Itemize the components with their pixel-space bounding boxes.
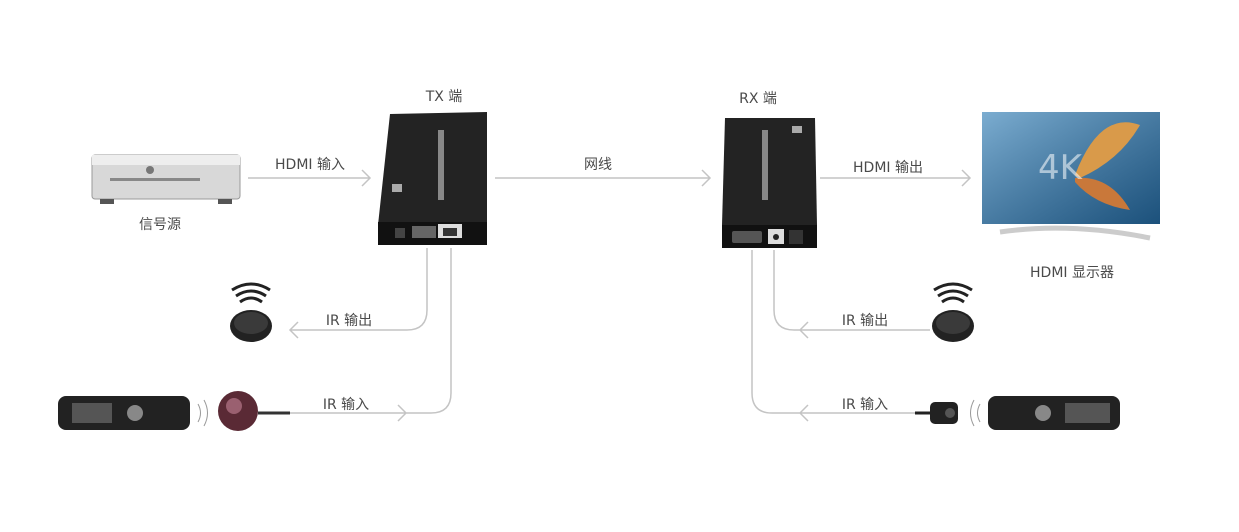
tx-ir-receiver-icon bbox=[218, 391, 290, 431]
rx-ir-input-label: IR 输入 bbox=[841, 397, 889, 413]
tx-ir-input-label: IR 输入 bbox=[322, 397, 370, 413]
tx-remote-control-icon bbox=[58, 396, 208, 430]
rx-extender-device bbox=[722, 118, 817, 248]
tx-ir-input-line bbox=[290, 248, 452, 422]
signal-source-player-icon bbox=[91, 154, 241, 204]
connectors bbox=[248, 169, 972, 422]
display-label: HDMI 显示器 bbox=[1030, 265, 1114, 281]
rx-ir-extension-cable-icon bbox=[915, 402, 958, 424]
tx-label: TX 端 bbox=[425, 89, 463, 105]
tx-ir-output-line bbox=[288, 248, 428, 339]
hdmi-display-tv bbox=[982, 112, 1160, 241]
rx-ir-output-label: IR 输出 bbox=[841, 313, 889, 329]
tx-extender-device bbox=[378, 112, 487, 245]
network-cable-arrow bbox=[495, 169, 712, 187]
hdmi-input-label: HDMI 输入 bbox=[275, 157, 345, 173]
network-cable-label: 网线 bbox=[584, 157, 612, 173]
rx-ir-input-line bbox=[751, 250, 915, 422]
hdmi-input-arrow bbox=[248, 169, 372, 187]
tx-ir-output-label: IR 输出 bbox=[325, 313, 373, 329]
hdmi-output-arrow bbox=[820, 169, 972, 187]
rx-label: RX 端 bbox=[739, 91, 777, 107]
source-label: 信号源 bbox=[139, 217, 181, 233]
tv-4k-text: 4K bbox=[1038, 148, 1082, 188]
rx-ir-output-line bbox=[773, 250, 930, 339]
hdmi-output-label: HDMI 输出 bbox=[853, 160, 923, 176]
tx-ir-emitter-icon bbox=[230, 282, 272, 342]
rx-remote-control-icon bbox=[970, 396, 1120, 430]
rx-ir-emitter-icon bbox=[932, 282, 974, 342]
